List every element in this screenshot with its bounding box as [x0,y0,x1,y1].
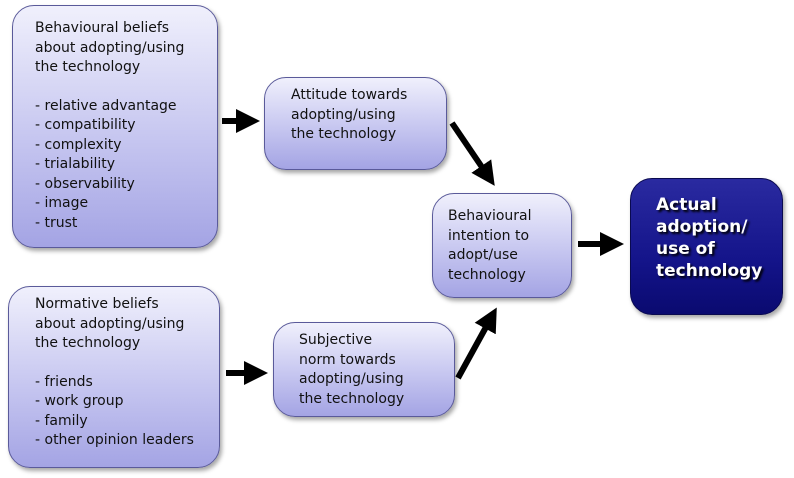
attitude-box: Attitude towards adopting/using the tech… [264,77,447,170]
intention-title: Behavioural intention to adopt/use techn… [448,208,532,283]
behavioural-beliefs-item: - compatibility [35,117,136,133]
behavioural-beliefs-title: Behavioural beliefs about adopting/using… [35,20,185,75]
behavioural-beliefs-item: - image [35,195,89,211]
behavioural-beliefs-item: - relative advantage [35,97,177,114]
normative-beliefs-title: Normative beliefs about adopting/using t… [35,296,185,351]
subjective-norm-title: Subjective norm towards adopting/using t… [299,332,405,407]
normative-beliefs-item: - other opinion leaders [35,432,194,448]
behavioural-beliefs-item: - complexity [35,136,122,153]
behavioural-beliefs-item: - trust [35,214,78,231]
subjective-norm-box: Subjective norm towards adopting/using t… [273,322,455,417]
behavioural-beliefs-item: - observability [35,175,135,192]
attitude-title: Attitude towards adopting/using the tech… [291,87,408,142]
arrow-attitude-to-intention [449,121,495,186]
normative-beliefs-item: - family [35,412,88,429]
actual-use-box: Actual adoption/ use of technology [630,178,783,315]
normative-beliefs-box: Normative beliefs about adopting/using t… [8,286,220,468]
normative-beliefs-item: - work group [35,393,124,409]
arrow-subjective-to-intention [455,307,497,380]
intention-box: Behavioural intention to adopt/use techn… [432,193,572,298]
actual-use-title: Actual adoption/ use of technology [656,195,763,281]
normative-beliefs-item: - friends [35,373,93,390]
behavioural-beliefs-box: Behavioural beliefs about adopting/using… [12,5,218,248]
behavioural-beliefs-item: - trialability [35,156,116,172]
